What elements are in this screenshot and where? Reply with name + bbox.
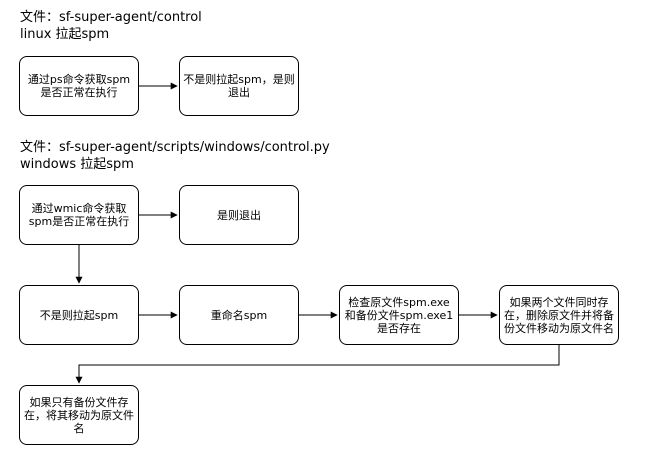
node-win-exit: 是则退出: [179, 185, 299, 245]
node-win-start: 不是则拉起spm: [19, 285, 139, 345]
node-win-wmic-check: 通过wmic命令获取spm是否正常在执行: [19, 185, 139, 245]
node-win-rename: 重命名spm: [179, 285, 299, 345]
node-win-check-files: 检查原文件spm.exe和备份文件spm.exe1是否存在: [339, 285, 459, 345]
node-linux-start-or-exit: 不是则拉起spm，是则退出: [179, 56, 299, 116]
node-win-check-files-label: 检查原文件spm.exe和备份文件spm.exe1是否存在: [344, 295, 454, 335]
node-win-wmic-check-label: 通过wmic命令获取spm是否正常在执行: [28, 202, 130, 228]
section-1-title: linux 拉起spm: [20, 27, 110, 42]
node-win-rename-label: 重命名spm: [210, 308, 268, 322]
section-1-file: 文件：sf-super-agent/control: [20, 10, 202, 25]
node-win-start-label: 不是则拉起spm: [39, 308, 119, 322]
node-win-only-backup-label: 如果只有备份文件存在，将其移动为原文件名: [24, 395, 134, 435]
node-win-both-exist-label: 如果两个文件同时存在，删除原文件并将备份文件移动为原文件名: [504, 295, 614, 335]
section-2-title: windows 拉起spm: [20, 157, 134, 172]
edge-win-both-to-only-backup: [75, 345, 560, 384]
node-linux-ps-check-label: 通过ps命令获取spm是否正常在执行: [27, 73, 131, 99]
node-win-exit-label: 是则退出: [217, 208, 261, 222]
node-linux-ps-check: 通过ps命令获取spm是否正常在执行: [19, 56, 139, 116]
section-2-file: 文件：sf-super-agent/scripts/windows/contro…: [20, 140, 330, 155]
node-linux-start-or-exit-label: 不是则拉起spm，是则退出: [183, 73, 295, 99]
node-win-both-exist: 如果两个文件同时存在，删除原文件并将备份文件移动为原文件名: [499, 285, 619, 345]
node-win-only-backup: 如果只有备份文件存在，将其移动为原文件名: [19, 385, 139, 445]
